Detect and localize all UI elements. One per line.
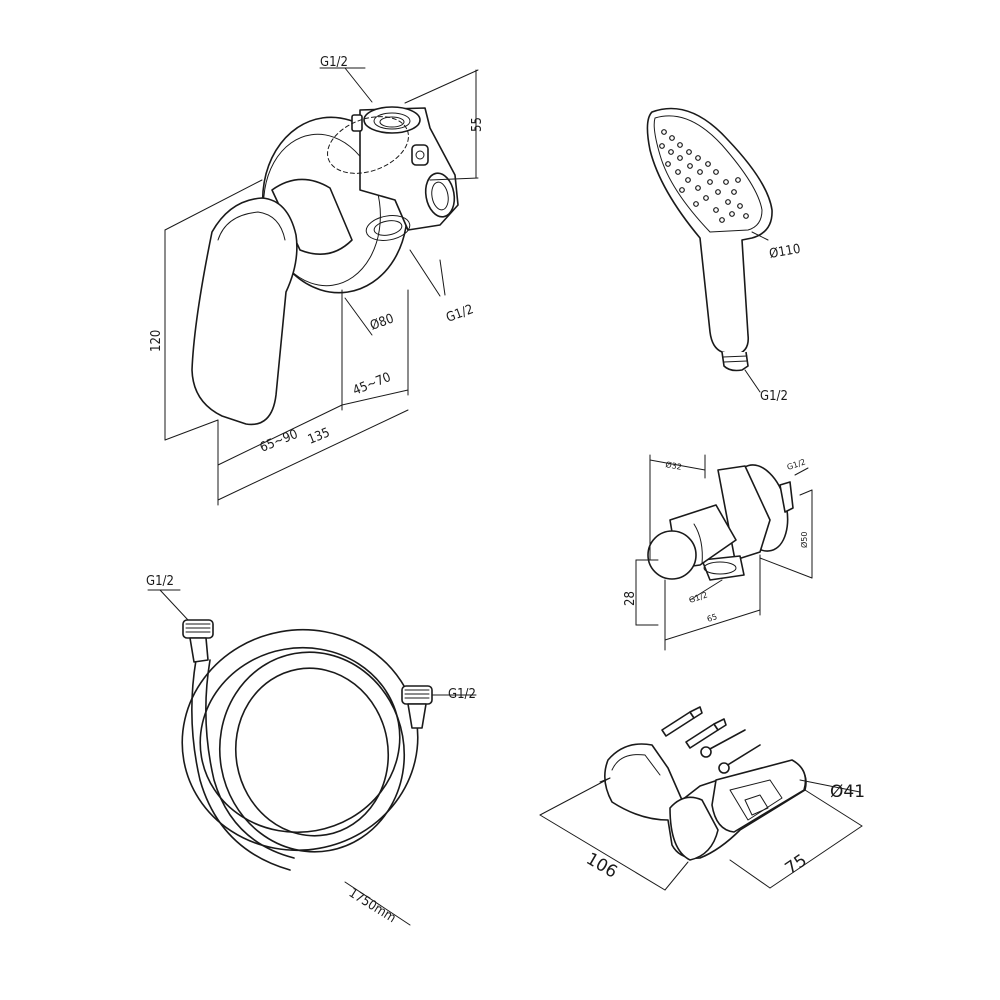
hose-length-label: 1750mm	[346, 886, 399, 927]
mixer-depth-label: 55	[470, 117, 485, 132]
wall-outlet-diameter-b-label: Ø50	[799, 532, 809, 548]
hand-shower-nozzles	[659, 129, 749, 223]
hand-shower-thread-label: G1/2	[760, 389, 788, 404]
wall-outlet-thread-a-label: G1/2	[786, 457, 807, 471]
mixer-total-depth-label: 135	[306, 425, 332, 447]
wall-outlet-thread-b-label: G1/2	[688, 590, 709, 604]
holder-drawing	[539, 706, 863, 891]
wall-outlet-length-label: 65	[706, 612, 718, 624]
mixer-height-label: 120	[149, 330, 164, 352]
screws-and-plugs	[661, 706, 761, 774]
mixer-outlet-side-label: G1/2	[444, 302, 475, 326]
holder-length-label: 106	[583, 849, 621, 883]
hose-thread-left-label: G1/2	[146, 574, 174, 589]
wall-outlet-height-label: 28	[623, 591, 638, 606]
hand-shower-diameter-label: Ø110	[768, 242, 802, 262]
hose-drawing	[147, 589, 477, 926]
holder-diameter-label: Ø41	[830, 782, 865, 802]
mixer-drawing	[164, 67, 479, 506]
hose-thread-right-label: G1/2	[448, 687, 476, 702]
mixer-flange-diameter-label: Ø80	[368, 311, 396, 333]
mixer-inlet-top-label: G1/2	[320, 55, 348, 70]
wall-outlet-drawing	[635, 454, 813, 651]
wall-outlet-diameter-a-label: Ø32	[665, 459, 683, 472]
holder-depth-label: 75	[782, 850, 811, 879]
hand-shower-drawing	[646, 107, 773, 393]
mixer-lever-depth-label: 65~90	[258, 427, 300, 456]
